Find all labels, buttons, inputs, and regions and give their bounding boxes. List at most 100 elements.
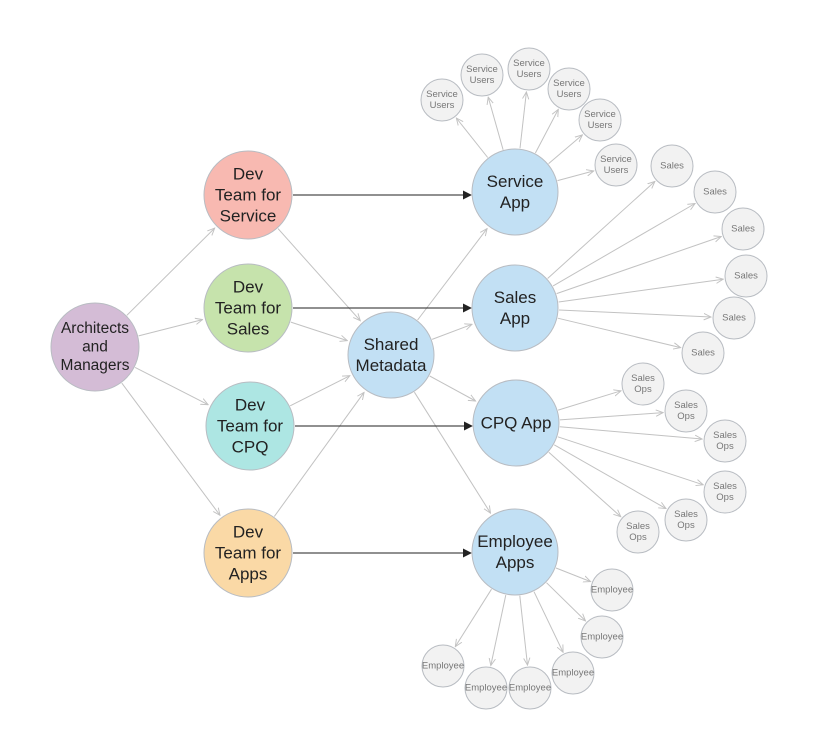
edge-dev-apps-to-shared [273, 392, 364, 517]
edge-service-app-to-service-users-5 [548, 135, 583, 164]
satellite-service-users-1-circle [420, 78, 464, 122]
edge-service-app-to-service-users-3 [519, 92, 526, 149]
node-employee-apps-label-2: Apps [496, 553, 535, 572]
edge-architects-to-dev-cpq [134, 366, 208, 404]
edge-cpq-app-to-sales-ops-4 [557, 436, 703, 485]
edge-service-app-to-service-users-6 [557, 171, 594, 182]
satellite-sales-3: Sales [721, 207, 765, 251]
satellite-sales-ops-1-label-1: Sales [631, 373, 655, 384]
node-cpq-app: CPQ App [472, 379, 560, 467]
node-dev-cpq-label-2: Team for [217, 417, 283, 436]
satellite-sales-2: Sales [693, 170, 737, 214]
satellite-sales-6-circle [681, 331, 725, 375]
edge-employee-apps-to-employee-6 [455, 588, 492, 646]
edge-dev-sales-to-shared [290, 321, 348, 341]
satellite-sales-4: Sales [724, 254, 768, 298]
satellite-sales-1-circle [650, 144, 694, 188]
satellite-sales-1: Sales [650, 144, 694, 188]
node-dev-sales-label-3: Sales [227, 320, 270, 339]
satellite-service-users-2-circle [460, 53, 504, 97]
edge-dev-cpq-to-shared [289, 376, 350, 407]
node-dev-cpq-label-1: Dev [235, 396, 266, 415]
satellite-employee-4: Employee [508, 666, 552, 710]
satellite-sales-6: Sales [681, 331, 725, 375]
node-dev-sales-circle [203, 263, 293, 353]
satellite-sales-ops-6-circle [616, 510, 660, 554]
satellite-service-users-5-label-2: Users [588, 120, 613, 131]
satellite-employee-5: Employee [464, 666, 508, 710]
edge-sales-app-to-sales-6 [557, 317, 681, 347]
satellite-service-users-3-circle [507, 47, 551, 91]
edge-cpq-app-to-sales-ops-1 [557, 391, 621, 411]
node-sales-app-circle [471, 264, 559, 352]
edges [121, 92, 723, 666]
satellite-sales-ops-2-circle [664, 389, 708, 433]
node-dev-cpq-label-3: CPQ [232, 438, 269, 457]
node-architects-label-2: and [82, 339, 108, 356]
satellite-service-users-1-label-2: Users [430, 100, 455, 111]
satellite-sales-2-circle [693, 170, 737, 214]
satellite-sales-ops-5-circle [664, 498, 708, 542]
satellite-sales-6-label-1: Sales [691, 348, 715, 359]
satellite-employee-1: Employee [590, 568, 634, 612]
satellite-employee-6-label-1: Employee [422, 661, 464, 672]
satellite-employee-6: Employee [421, 644, 465, 688]
node-dev-service-label-3: Service [220, 207, 277, 226]
node-service-app-label-2: App [500, 193, 530, 212]
satellite-employee-1-label-1: Employee [591, 585, 633, 596]
node-cpq-app-circle [472, 379, 560, 467]
satellite-service-users-5-label-1: Service [584, 109, 616, 120]
satellite-service-users-6-circle [594, 143, 638, 187]
satellite-sales-ops-6-label-1: Sales [626, 521, 650, 532]
node-shared-circle [347, 311, 435, 399]
satellite-service-users-6-label-1: Service [600, 154, 632, 165]
edge-dev-service-to-shared [277, 228, 360, 321]
satellite-sales-5-circle [712, 296, 756, 340]
satellite-sales-ops-4-label-1: Sales [713, 481, 737, 492]
satellite-service-users-2-label-2: Users [470, 75, 495, 86]
node-dev-service-label-2: Team for [215, 186, 281, 205]
satellite-sales-ops-4-label-2: Ops [716, 492, 734, 503]
satellite-sales-5: Sales [712, 296, 756, 340]
node-dev-sales-label-2: Team for [215, 299, 281, 318]
satellite-sales-ops-2-label-2: Ops [677, 411, 695, 422]
satellite-sales-ops-3-label-2: Ops [716, 441, 734, 452]
satellite-sales-2-label-1: Sales [703, 187, 727, 198]
edge-sales-app-to-sales-3 [556, 237, 722, 295]
satellite-service-users-5-circle [578, 98, 622, 142]
satellite-employee-3-circle [551, 651, 595, 695]
satellite-service-users-4-label-1: Service [553, 78, 585, 89]
node-sales-app-label-1: Sales [494, 288, 537, 307]
edge-architects-to-dev-service [126, 228, 215, 316]
node-dev-service-label-1: Dev [233, 165, 264, 184]
edge-cpq-app-to-sales-ops-2 [559, 413, 663, 421]
satellite-sales-1-label-1: Sales [660, 161, 684, 172]
node-dev-apps-circle [203, 508, 293, 598]
node-dev-service-circle [203, 150, 293, 240]
node-cpq-app-label-1: CPQ App [481, 414, 552, 433]
edge-architects-to-dev-sales [138, 320, 203, 337]
edge-shared-to-cpq-app [429, 375, 476, 401]
satellite-sales-4-circle [724, 254, 768, 298]
satellite-sales-ops-4-circle [703, 470, 747, 514]
satellite-sales-5-label-1: Sales [722, 313, 746, 324]
node-dev-apps-label-3: Apps [229, 565, 268, 584]
satellite-service-users-2-label-1: Service [466, 64, 498, 75]
satellite-service-users-3-label-2: Users [517, 69, 542, 80]
edge-cpq-app-to-sales-ops-3 [559, 426, 702, 439]
node-employee-apps-circle [471, 508, 559, 596]
satellite-sales-3-label-1: Sales [731, 224, 755, 235]
